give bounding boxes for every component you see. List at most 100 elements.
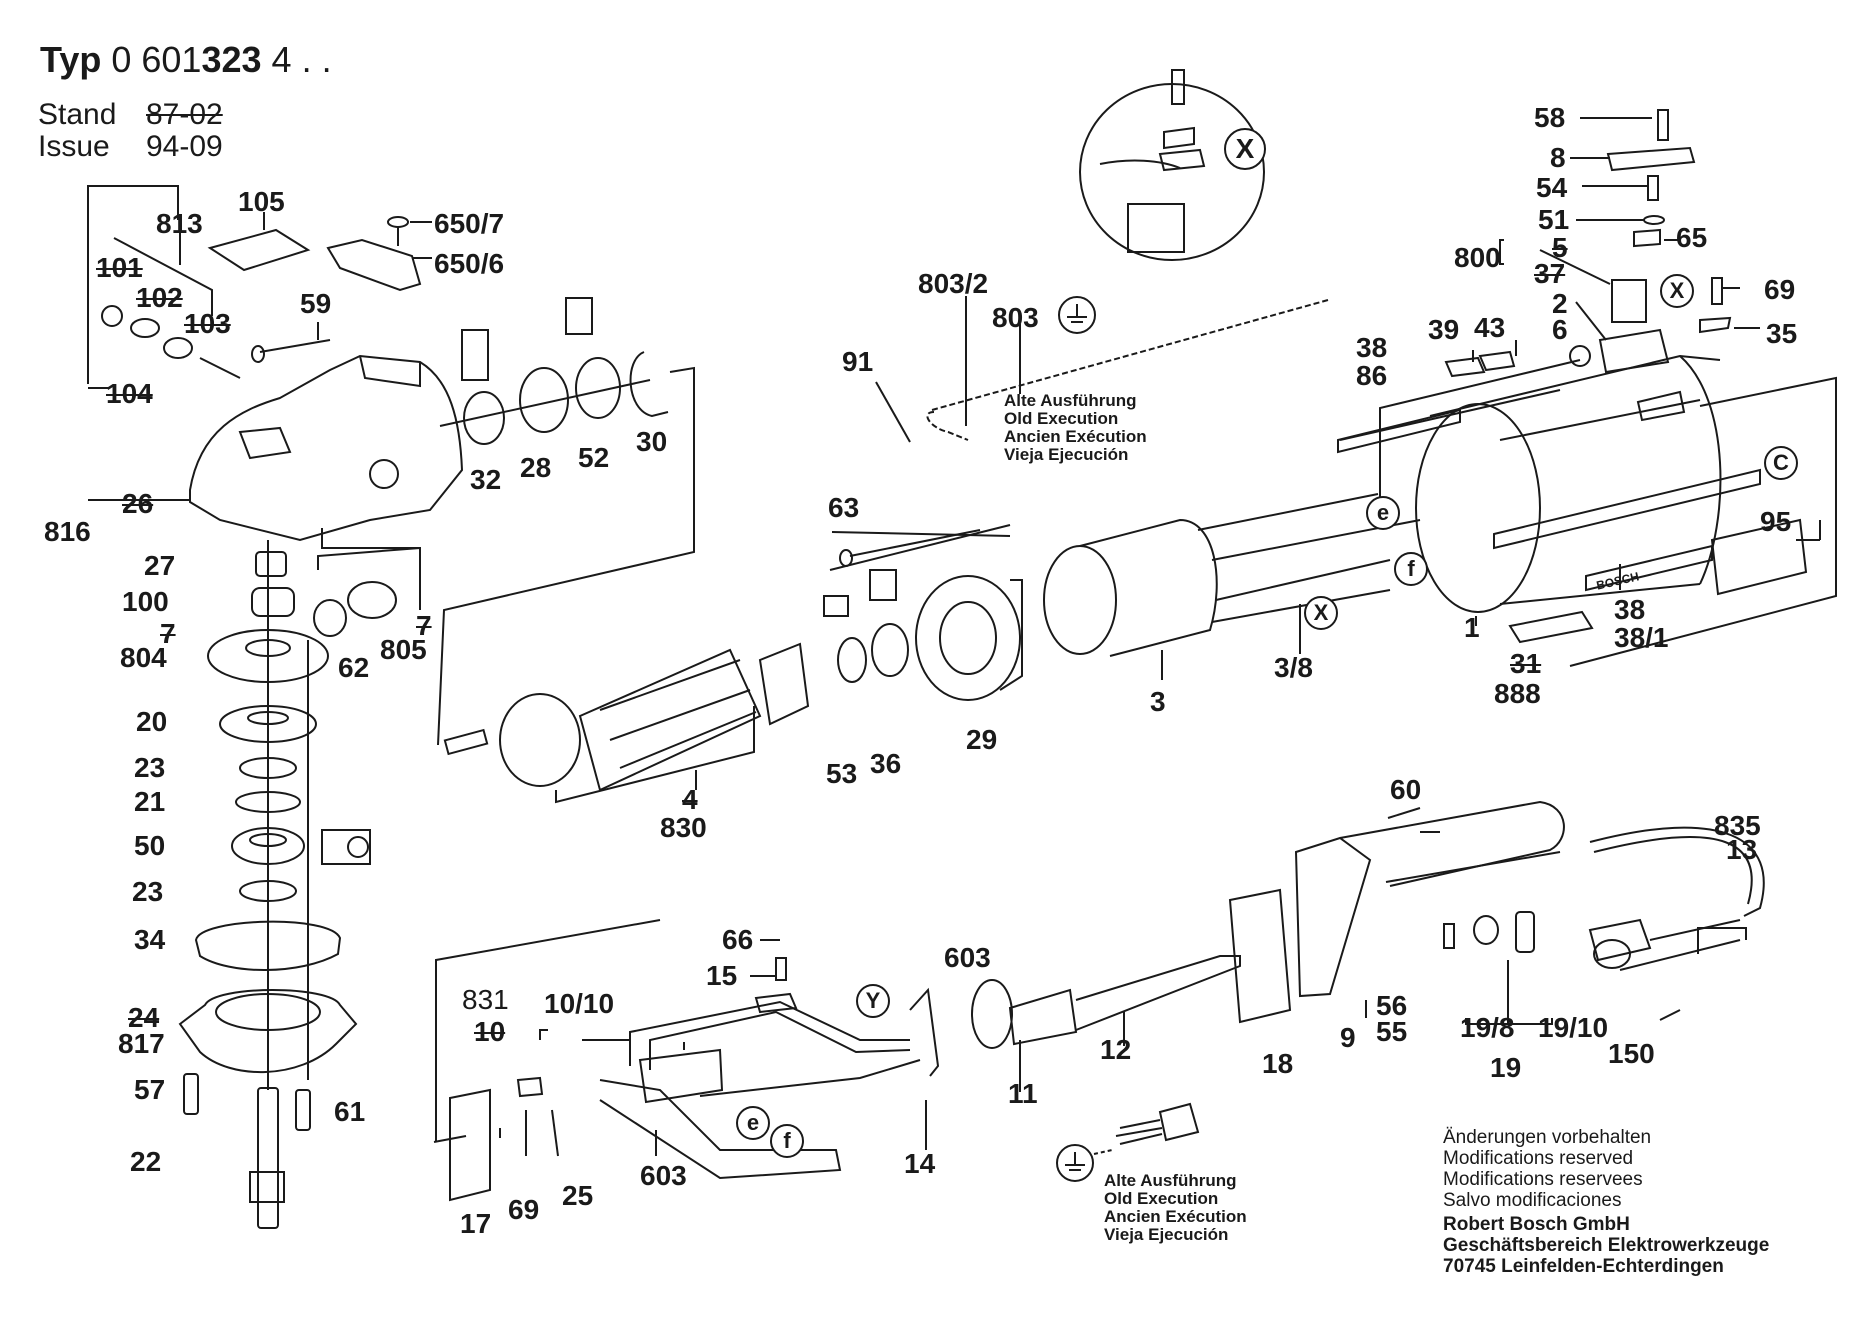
callout-e-switch[interactable]: e xyxy=(736,1106,770,1140)
part-label-803-2[interactable]: 803/2 xyxy=(918,268,989,299)
part-label-6[interactable]: 6 xyxy=(1552,314,1568,345)
part-label-100[interactable]: 100 xyxy=(122,586,169,617)
part-label-12[interactable]: 12 xyxy=(1100,1034,1132,1065)
part-label-20[interactable]: 20 xyxy=(136,706,168,737)
part-label-10-10[interactable]: 10/10 xyxy=(544,988,615,1019)
part-label-817[interactable]: 817 xyxy=(118,1028,165,1059)
part-label-800[interactable]: 800 xyxy=(1454,242,1501,273)
part-label-21[interactable]: 21 xyxy=(134,786,166,817)
part-label-55[interactable]: 55 xyxy=(1376,1016,1408,1047)
callout-f-stator[interactable]: f xyxy=(1394,552,1428,586)
part-label-53[interactable]: 53 xyxy=(826,758,858,789)
part-label-813[interactable]: 813 xyxy=(156,208,203,239)
part-label-835[interactable]: 835 xyxy=(1714,810,1761,841)
part-label-27[interactable]: 27 xyxy=(144,550,176,581)
part-label-37[interactable]: 37 xyxy=(1534,258,1566,289)
part-label-804[interactable]: 804 xyxy=(120,642,167,673)
part-label-23b[interactable]: 23 xyxy=(132,876,164,907)
part-label-19-8[interactable]: 19/8 xyxy=(1460,1012,1515,1043)
part-label-58[interactable]: 58 xyxy=(1534,102,1566,133)
part-label-38-1[interactable]: 38/1 xyxy=(1614,622,1669,653)
part-label-36[interactable]: 36 xyxy=(870,748,902,779)
part-label-54[interactable]: 54 xyxy=(1536,172,1568,203)
part-label-7a[interactable]: 7 xyxy=(160,618,176,649)
part-label-805[interactable]: 805 xyxy=(380,634,427,665)
part-label-8[interactable]: 8 xyxy=(1550,142,1566,173)
part-label-35[interactable]: 35 xyxy=(1766,318,1798,349)
part-label-10[interactable]: 10 xyxy=(474,1016,506,1047)
part-label-888[interactable]: 888 xyxy=(1494,678,1541,709)
part-label-86[interactable]: 86 xyxy=(1356,360,1388,391)
part-label-13[interactable]: 13 xyxy=(1726,834,1758,865)
part-label-28[interactable]: 28 xyxy=(520,452,552,483)
callout-x-detail[interactable]: X xyxy=(1224,128,1266,170)
part-label-7b[interactable]: 7 xyxy=(416,610,432,641)
callout-f-switch[interactable]: f xyxy=(770,1124,804,1158)
part-label-38-bottom[interactable]: 38 xyxy=(1614,594,1646,625)
callout-x-stator[interactable]: X xyxy=(1304,596,1338,630)
part-label-603-top[interactable]: 603 xyxy=(944,942,991,973)
part-label-4[interactable]: 4 xyxy=(682,784,698,815)
part-label-1[interactable]: 1 xyxy=(1464,612,1480,643)
callout-c-housing[interactable]: C xyxy=(1764,446,1798,480)
part-label-24[interactable]: 24 xyxy=(128,1002,160,1033)
part-label-56[interactable]: 56 xyxy=(1376,990,1408,1021)
part-label-104[interactable]: 104 xyxy=(106,378,153,409)
part-label-603-bottom[interactable]: 603 xyxy=(640,1160,687,1191)
part-label-25[interactable]: 25 xyxy=(562,1180,594,1211)
part-label-38-top[interactable]: 38 xyxy=(1356,332,1388,363)
part-label-65[interactable]: 65 xyxy=(1676,222,1708,253)
part-label-3-8[interactable]: 3/8 xyxy=(1274,652,1313,683)
part-label-30[interactable]: 30 xyxy=(636,426,668,457)
part-label-39[interactable]: 39 xyxy=(1428,314,1460,345)
part-label-3[interactable]: 3 xyxy=(1150,686,1166,717)
part-label-62[interactable]: 62 xyxy=(338,652,370,683)
part-label-52[interactable]: 52 xyxy=(578,442,610,473)
part-label-650-7[interactable]: 650/7 xyxy=(434,208,505,239)
part-label-34[interactable]: 34 xyxy=(134,924,166,955)
part-label-51[interactable]: 51 xyxy=(1538,204,1570,235)
part-label-63[interactable]: 63 xyxy=(828,492,860,523)
part-label-22[interactable]: 22 xyxy=(130,1146,162,1177)
part-label-60[interactable]: 60 xyxy=(1390,774,1422,805)
part-label-31[interactable]: 31 xyxy=(1510,648,1542,679)
issue-value: 94-09 xyxy=(146,130,223,163)
part-label-61[interactable]: 61 xyxy=(334,1096,366,1127)
part-label-5[interactable]: 5 xyxy=(1552,232,1568,263)
part-label-29[interactable]: 29 xyxy=(966,724,998,755)
part-label-803[interactable]: 803 xyxy=(992,302,1039,333)
callout-x-brush[interactable]: X xyxy=(1660,274,1694,308)
part-label-102[interactable]: 102 xyxy=(136,282,183,313)
part-label-101[interactable]: 101 xyxy=(96,252,143,283)
part-label-9[interactable]: 9 xyxy=(1340,1022,1356,1053)
part-label-50[interactable]: 50 xyxy=(134,830,166,861)
part-label-150[interactable]: 150 xyxy=(1608,1038,1655,1069)
part-label-831[interactable]: 831 xyxy=(462,984,509,1015)
part-label-2[interactable]: 2 xyxy=(1552,288,1568,319)
part-label-816[interactable]: 816 xyxy=(44,516,91,547)
part-label-105[interactable]: 105 xyxy=(238,186,285,217)
part-label-830[interactable]: 830 xyxy=(660,812,707,843)
part-label-19-10[interactable]: 19/10 xyxy=(1538,1012,1609,1043)
part-label-59[interactable]: 59 xyxy=(300,288,332,319)
part-label-11[interactable]: 11 xyxy=(1008,1078,1038,1109)
part-label-23a[interactable]: 23 xyxy=(134,752,166,783)
part-label-69-bottom[interactable]: 69 xyxy=(508,1194,540,1225)
part-label-69-top[interactable]: 69 xyxy=(1764,274,1796,305)
part-label-18[interactable]: 18 xyxy=(1262,1048,1294,1079)
part-label-57[interactable]: 57 xyxy=(134,1074,166,1105)
part-label-19[interactable]: 19 xyxy=(1490,1052,1522,1083)
part-label-66[interactable]: 66 xyxy=(722,924,754,955)
part-label-17[interactable]: 17 xyxy=(460,1208,492,1239)
part-label-14[interactable]: 14 xyxy=(904,1148,936,1179)
part-label-15[interactable]: 15 xyxy=(706,960,738,991)
part-label-32[interactable]: 32 xyxy=(470,464,502,495)
part-label-91[interactable]: 91 xyxy=(842,346,874,377)
part-label-650-6[interactable]: 650/6 xyxy=(434,248,505,279)
part-label-26[interactable]: 26 xyxy=(122,488,154,519)
part-label-43[interactable]: 43 xyxy=(1474,312,1506,343)
callout-e-stator[interactable]: e xyxy=(1366,496,1400,530)
callout-y-switch[interactable]: Y xyxy=(856,984,890,1018)
part-label-103[interactable]: 103 xyxy=(184,308,231,339)
part-label-95[interactable]: 95 xyxy=(1760,506,1792,537)
